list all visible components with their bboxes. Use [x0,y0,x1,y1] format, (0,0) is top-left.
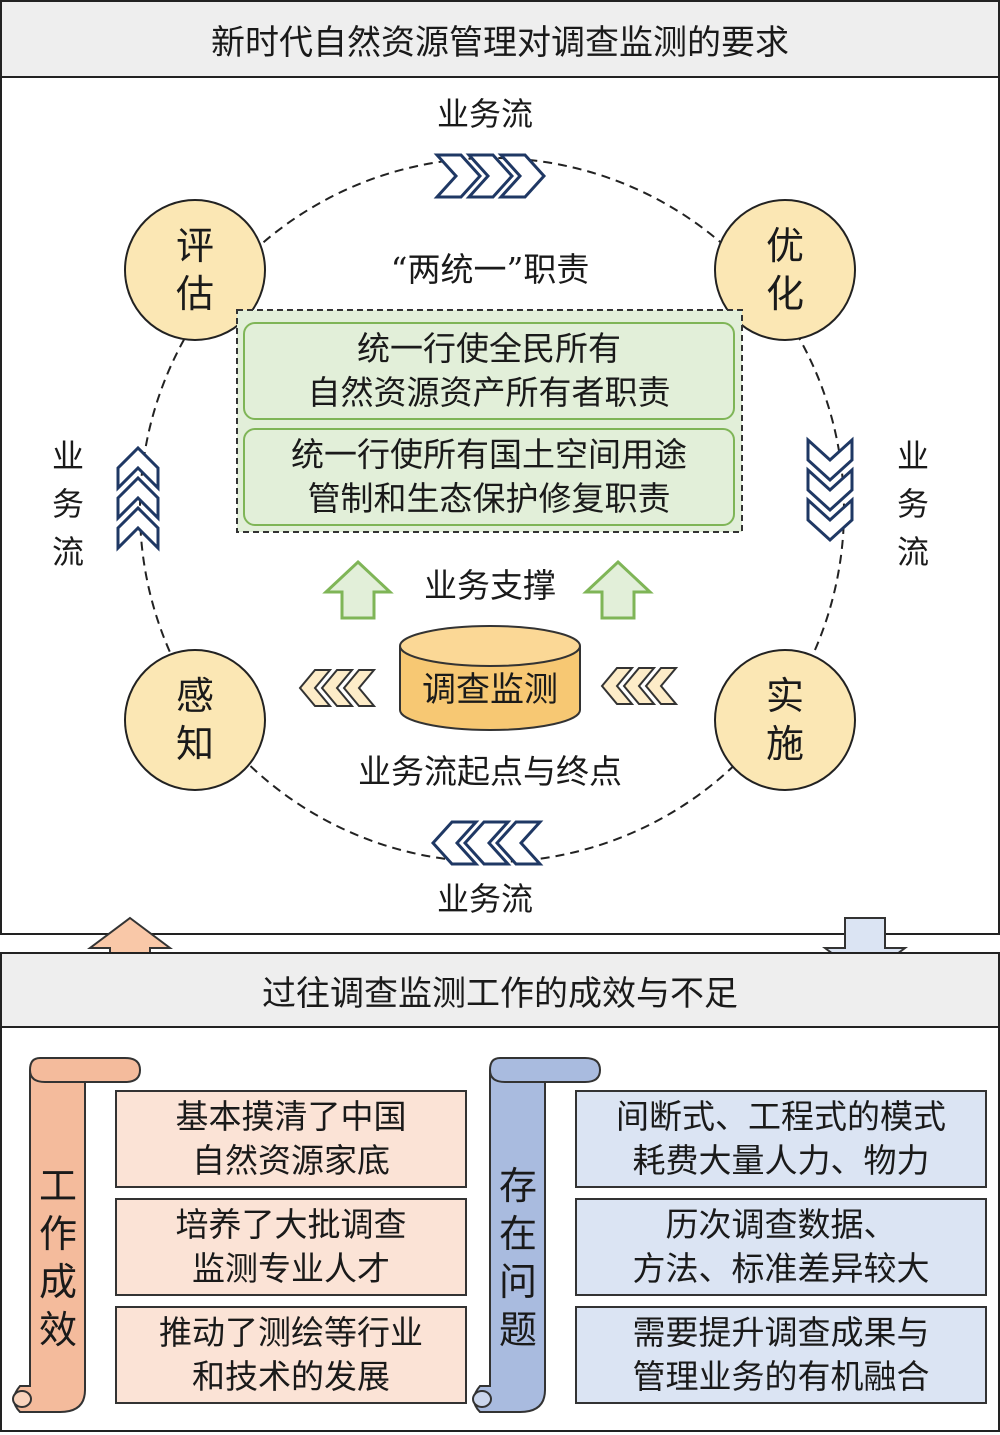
top-panel-title: 新时代自然资源管理对调查监测的要求 [0,0,1000,78]
flow-label-bottom: 业务流 [436,880,533,918]
monitoring-cylinder [399,625,581,731]
node-optimize-label: 优 化 [765,224,804,316]
node-optimize [714,199,856,341]
chevrons-top [433,153,547,199]
node-evaluate [124,199,266,341]
support-arrow-left [322,559,394,620]
duty-box-2: 统一行使所有国土空间用途 管制和生态保护修复职责 [243,428,735,526]
chevrons-from-implement [600,667,679,705]
chevrons-right [806,436,854,543]
node-perceive-label: 感 知 [175,674,214,766]
bottom-panel-title-text: 过往调查监测工作的成效与不足 [262,973,738,1014]
achievements-title: 工 作 成 效 [38,1164,77,1352]
problem-item: 需要提升调查成果与 管理业务的有机融合 [575,1306,987,1404]
bottom-panel-title: 过往调查监测工作的成效与不足 [0,952,1000,1028]
problem-item: 历次调查数据、 方法、标准差异较大 [575,1198,987,1296]
achievement-item: 培养了大批调查 监测专业人才 [115,1198,467,1296]
achievement-item: 推动了测绘等行业 和技术的发展 [115,1306,467,1404]
support-arrow-right [582,559,654,620]
duties-title: “两统一”职责 [390,250,590,289]
achievement-item: 基本摸清了中国 自然资源家底 [115,1090,467,1188]
chevrons-left [116,445,160,552]
problem-item: 间断式、工程式的模式 耗费大量人力、物力 [575,1090,987,1188]
cylinder-label: 调查监测 [422,670,558,710]
chevrons-to-perceive [298,669,377,707]
node-implement-label: 实 施 [765,674,804,766]
duty-box-1: 统一行使全民所有 自然资源资产所有者职责 [243,322,735,420]
chevrons-bottom [430,820,544,866]
start-end-label: 业务流起点与终点 [358,752,622,791]
problems-scroll [472,1057,602,1413]
scrolls [12,1057,602,1413]
problems-title: 存 在 问 题 [498,1164,537,1352]
flow-label-right: 业 务 流 [896,437,929,571]
support-label: 业务支撑 [424,566,556,605]
flow-label-top: 业务流 [436,95,533,133]
node-perceive [124,649,266,791]
node-implement [714,649,856,791]
top-panel-title-text: 新时代自然资源管理对调查监测的要求 [211,22,789,63]
node-evaluate-label: 评 估 [175,224,214,316]
flow-label-left: 业 务 流 [51,437,84,571]
achievements-scroll [12,1057,142,1413]
